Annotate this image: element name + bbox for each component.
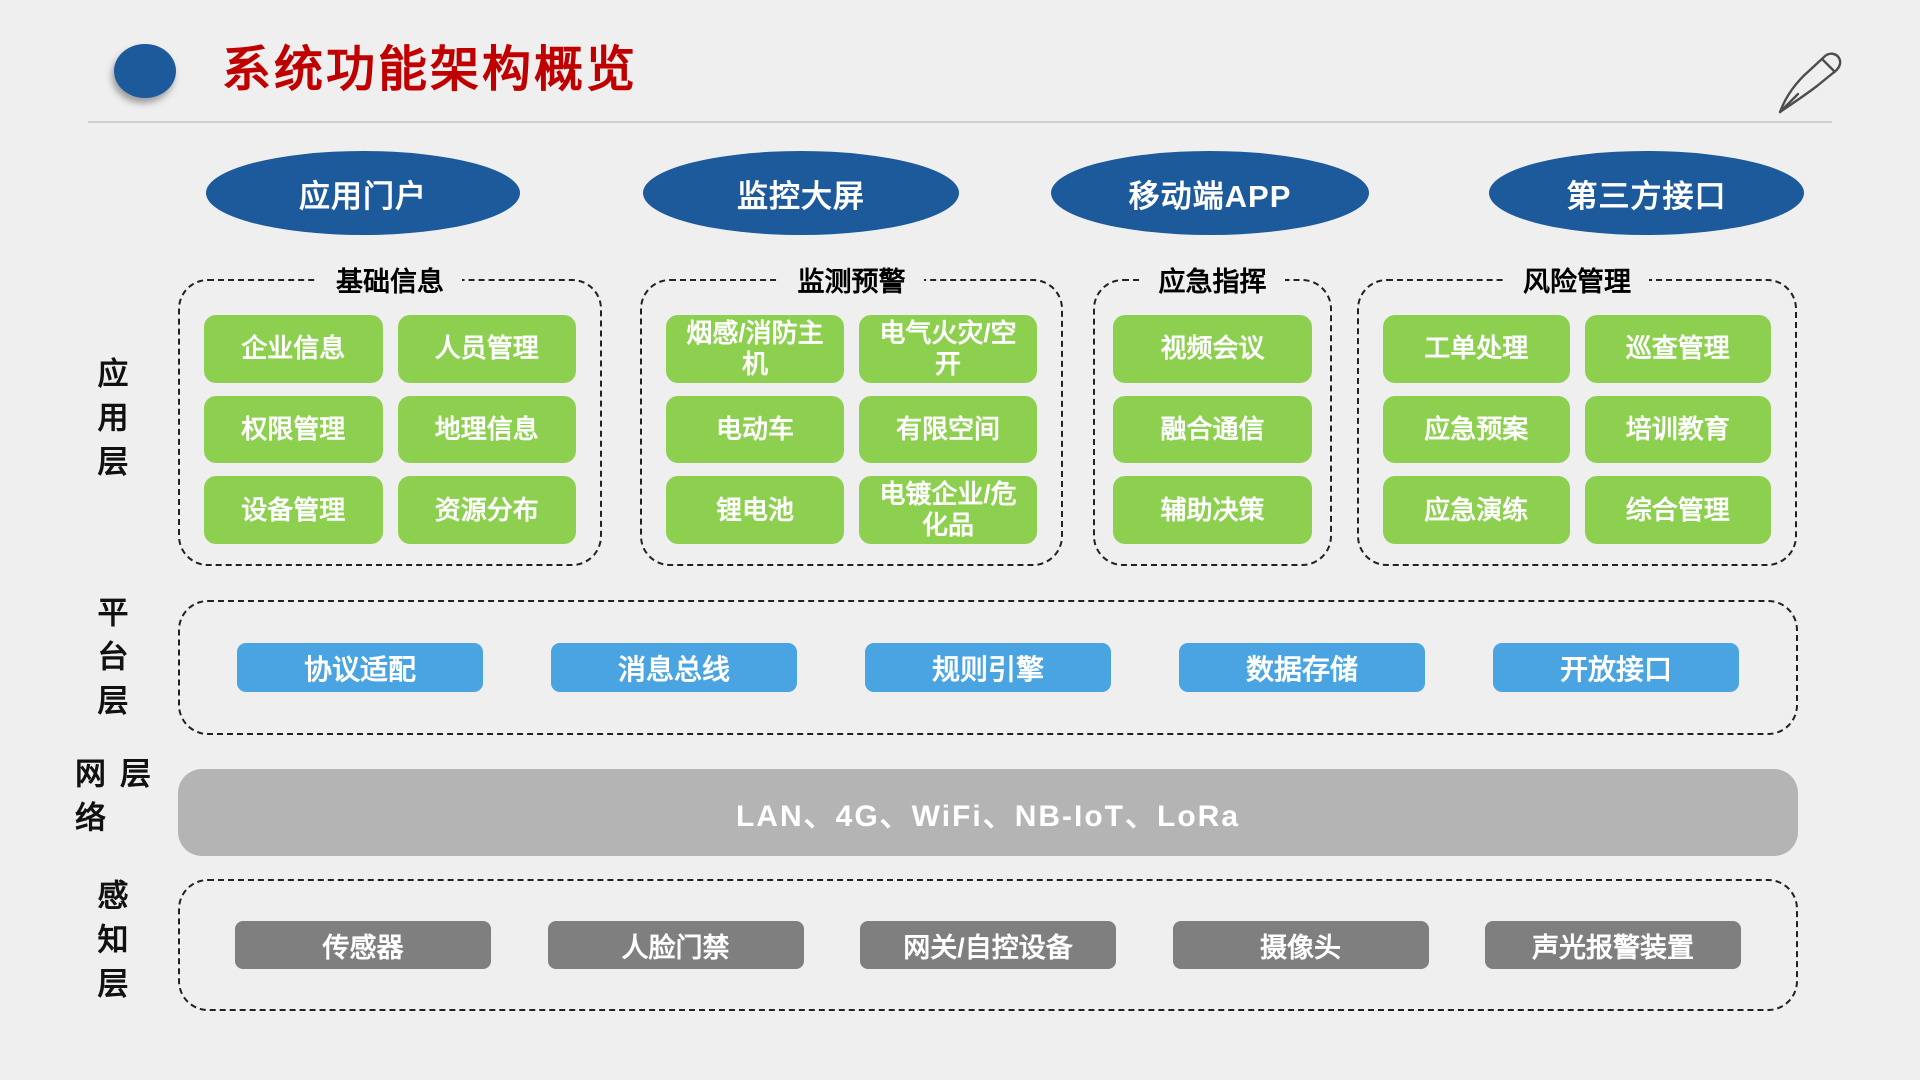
group-title: 基础信息 — [318, 259, 462, 299]
feature-box: 电动车 — [666, 395, 844, 464]
portal-mobile-app: 移动端APP — [1051, 151, 1369, 235]
feature-box: 资源分布 — [397, 476, 576, 544]
device-box: 声光报警装置 — [1485, 921, 1741, 969]
device-box: 摄像头 — [1172, 921, 1429, 969]
feature-box: 融合通信 — [1113, 395, 1312, 464]
feature-box: 人员管理 — [397, 315, 576, 383]
group-basic-info: 基础信息 企业信息 人员管理 权限管理 地理信息 设备管理 资源分布 — [178, 259, 602, 566]
feature-box: 辅助决策 — [1113, 476, 1312, 544]
feature-box: 工单处理 — [1383, 315, 1570, 383]
feature-box: 权限管理 — [204, 395, 383, 464]
portal-third-party-api: 第三方接口 — [1489, 151, 1804, 235]
feature-box: 企业信息 — [204, 315, 383, 383]
platform-module: 开放接口 — [1493, 643, 1739, 692]
feature-box: 设备管理 — [204, 476, 383, 544]
group-emergency-command: 应急指挥 视频会议 融合通信 辅助决策 — [1093, 259, 1332, 566]
feature-box: 锂电池 — [666, 476, 844, 544]
pen-icon — [1778, 52, 1842, 114]
group-risk-management: 风险管理 工单处理 巡查管理 应急预案 培训教育 应急演练 综合管理 — [1357, 259, 1797, 566]
circle-bullet-icon — [114, 44, 176, 98]
platform-layer-box: 协议适配 消息总线 规则引擎 数据存储 开放接口 — [178, 600, 1798, 735]
feature-box: 视频会议 — [1113, 315, 1312, 383]
perception-layer-box: 传感器 人脸门禁 网关/自控设备 摄像头 声光报警装置 — [178, 879, 1798, 1011]
platform-module: 协议适配 — [237, 643, 483, 692]
layer-label-application: 应用层 — [92, 356, 128, 489]
platform-module: 消息总线 — [551, 643, 797, 692]
portal-app-portal: 应用门户 — [206, 151, 520, 235]
feature-box: 有限空间 — [859, 395, 1037, 464]
feature-box: 电气火灾/空开 — [859, 315, 1037, 383]
feature-box: 电镀企业/危化品 — [859, 476, 1037, 544]
feature-box: 综合管理 — [1584, 476, 1771, 544]
header-divider — [88, 121, 1832, 123]
group-title: 风险管理 — [1505, 259, 1649, 299]
device-box: 人脸门禁 — [547, 921, 804, 969]
feature-box: 烟感/消防主机 — [666, 315, 844, 383]
platform-module: 规则引擎 — [865, 643, 1111, 692]
layer-label-network: 网络层 — [70, 757, 150, 845]
page-title: 系统功能架构概览 — [222, 43, 639, 97]
layer-label-perception: 感知层 — [92, 879, 128, 1011]
group-title: 应急指挥 — [1140, 259, 1285, 299]
feature-box: 培训教育 — [1584, 395, 1771, 464]
feature-box: 应急演练 — [1383, 476, 1570, 544]
portal-monitor-screen: 监控大屏 — [643, 151, 959, 235]
layer-label-platform: 平台层 — [92, 596, 128, 728]
feature-box: 应急预案 — [1383, 395, 1570, 464]
feature-box: 地理信息 — [397, 395, 576, 464]
device-box: 网关/自控设备 — [860, 921, 1116, 969]
device-box: 传感器 — [235, 921, 491, 969]
group-title: 监测预警 — [779, 259, 924, 299]
platform-module: 数据存储 — [1179, 643, 1425, 692]
feature-box: 巡查管理 — [1584, 315, 1771, 383]
network-protocols-bar: LAN、4G、WiFi、NB-IoT、LoRa — [178, 769, 1798, 856]
group-monitor-warning: 监测预警 烟感/消防主机 电气火灾/空开 电动车 有限空间 锂电池 电镀企业/危… — [640, 259, 1063, 566]
